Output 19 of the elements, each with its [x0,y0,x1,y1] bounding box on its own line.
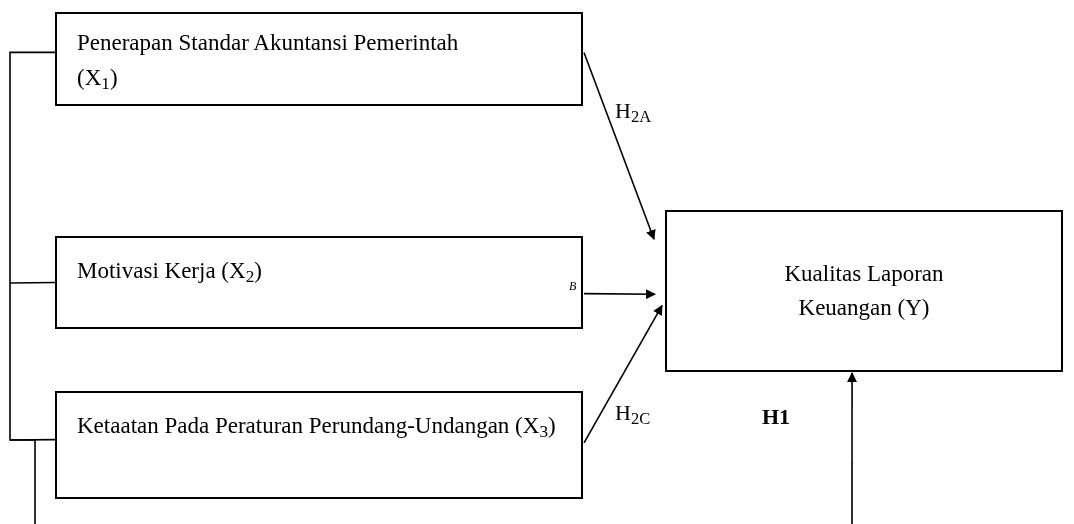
arrow [847,372,858,524]
connector-line [9,281,56,284]
variable-box [55,391,583,499]
arrow [583,289,656,300]
variable-label: Penerapan Standar Akuntansi Pemerintah (X$_{1}$) [77,29,460,95]
variable-box [665,210,1063,372]
arrow [583,304,663,444]
edge-label: H$_{2C}$ [615,399,651,429]
edge-label: B [569,278,577,294]
variable-label: Motivasi Kerja (X$_{2}$) [77,257,262,289]
connector-line [9,438,56,441]
variable-box [55,12,583,106]
variable-label: Kualitas Laporan Keuangan (Y) [783,259,945,322]
edge-label: H1 [762,403,791,431]
connector-line [9,51,56,524]
variable-label: Ketaatan Pada Peraturan Perundang-Undangan (X$_{3}$) [77,412,556,444]
edge-label: H$_{2A}$ [615,97,652,127]
arrow [583,51,656,241]
variable-box [55,236,583,329]
